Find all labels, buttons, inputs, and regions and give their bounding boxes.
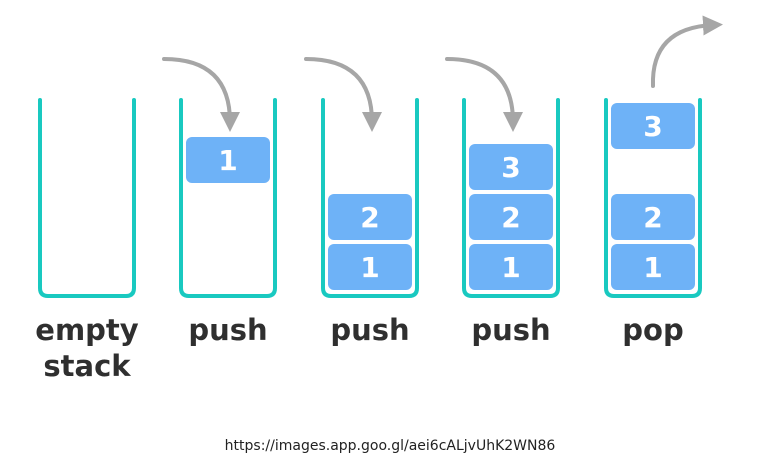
stack-block-label: 3: [643, 110, 662, 143]
stack-group: 3 2 1 pop: [604, 15, 723, 347]
stack-block-label: 1: [218, 144, 237, 177]
stack-label: empty: [35, 313, 139, 347]
stack-label: push: [330, 313, 409, 347]
push-arrow: [445, 57, 523, 132]
stack-block: [611, 103, 695, 149]
stack-container: [38, 98, 136, 298]
pop-arrow: [650, 15, 723, 88]
stack-block: [469, 144, 553, 190]
stack-group: 1 push: [162, 57, 277, 347]
stack-block: [611, 194, 695, 240]
source-url: https://images.app.goo.gl/aei6cALjvUhK2W…: [224, 438, 556, 454]
stack-block: [186, 137, 270, 183]
stack-block-label: 1: [360, 251, 379, 284]
stack-label: pop: [622, 313, 683, 347]
stack-container: [179, 98, 277, 298]
stack-container: [462, 98, 560, 298]
stack-group: 3 2 1 push: [445, 57, 560, 347]
stack-block: [469, 194, 553, 240]
stack-label: push: [188, 313, 267, 347]
stack-group: 2 1 push: [304, 57, 419, 347]
stack-container: [604, 98, 702, 298]
stack-block-label: 1: [501, 251, 520, 284]
stack-block-label: 1: [643, 251, 662, 284]
stack-block: [328, 194, 412, 240]
stack-label: stack: [43, 349, 131, 383]
stack-block: [328, 244, 412, 290]
stack-block: [469, 244, 553, 290]
push-arrow: [162, 57, 240, 132]
stack-label: push: [471, 313, 550, 347]
stack-block-label: 3: [501, 151, 520, 184]
stack-block-label: 2: [501, 201, 520, 234]
stack-block: [611, 244, 695, 290]
stack-container: [321, 98, 419, 298]
stack-block-label: 2: [360, 201, 379, 234]
stack-block-label: 2: [643, 201, 662, 234]
push-arrow: [304, 57, 382, 132]
